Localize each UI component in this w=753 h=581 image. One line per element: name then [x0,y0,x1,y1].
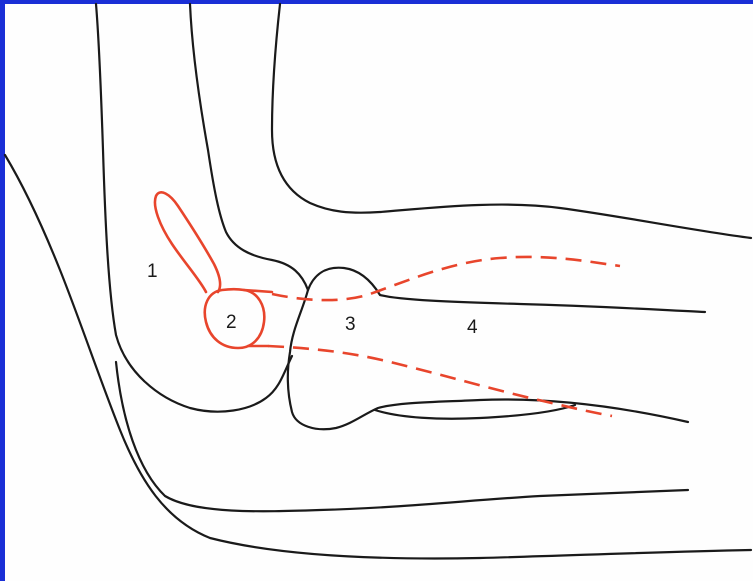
radius-dashed-lower [268,346,612,416]
anatomy-outlines [5,4,751,558]
lateral-epicondyle-outline [155,192,220,292]
elbow-skin-outer [5,155,751,558]
forearm-ulna-top [308,268,705,312]
region-label-4: 4 [467,317,478,338]
elbow-olecranon-contour [116,362,688,511]
humerus-posterior-outline [96,4,292,412]
forearm-proximal-bone [288,290,688,429]
radius-dashed-upper [272,257,620,300]
region-label-1: 1 [147,261,158,282]
humerus-anterior-outline [190,4,308,290]
region-label-2: 2 [226,312,237,333]
region-label-3: 3 [345,314,356,335]
forearm-interosseous-line [375,405,575,419]
biceps-outline [272,4,751,238]
